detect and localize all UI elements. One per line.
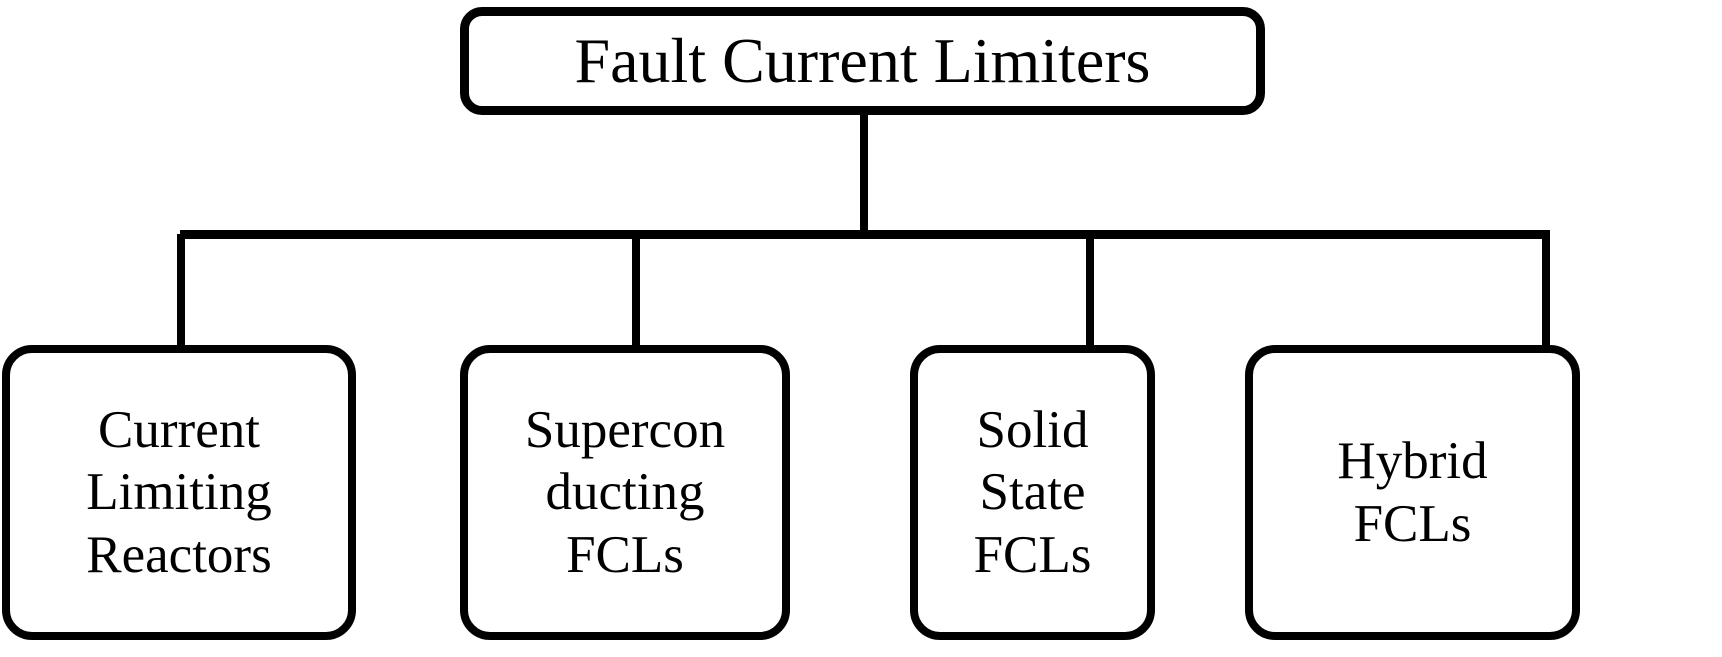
node-label-line: Fault Current Limiters (574, 25, 1151, 96)
node-label-line: Reactors (86, 525, 272, 584)
node-label-line: Hybrid (1337, 431, 1488, 490)
node-label-line: Limiting (86, 463, 272, 522)
connector-drop-solid-state-fcls (1086, 234, 1094, 349)
node-label-line: ducting (545, 463, 705, 522)
node-label-line: Supercon (524, 400, 726, 459)
node-label-line: Solid (976, 400, 1089, 459)
node-label-line: FCLs (1353, 494, 1472, 553)
node-label-line: State (979, 463, 1086, 522)
node-label-line: FCLs (566, 525, 684, 584)
connector-horizontal-bus (180, 230, 1550, 239)
node-label-line: FCLs (973, 525, 1092, 584)
node-superconducting-fcls[interactable]: Supercon ducting FCLs (460, 345, 790, 640)
connector-root-stem (860, 112, 868, 238)
connector-drop-hybrid-fcls (1542, 234, 1550, 349)
node-fault-current-limiters[interactable]: Fault Current Limiters (460, 7, 1265, 115)
node-current-limiting-reactors[interactable]: Current Limiting Reactors (2, 345, 356, 640)
node-solid-state-fcls[interactable]: Solid State FCLs (910, 345, 1155, 640)
node-hybrid-fcls[interactable]: Hybrid FCLs (1245, 345, 1580, 640)
connector-drop-current-limiting-reactors (177, 234, 185, 349)
node-label-line: Current (98, 400, 260, 459)
connector-drop-superconducting-fcls (632, 234, 640, 349)
